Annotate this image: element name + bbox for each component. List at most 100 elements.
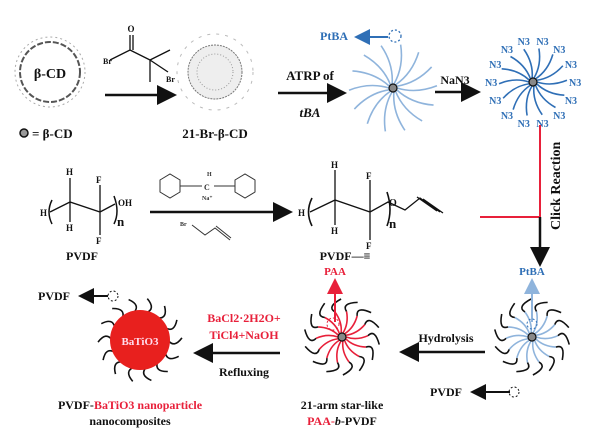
pvdf-arm xyxy=(365,345,374,361)
br-beta-cd-structure xyxy=(176,33,254,111)
polymer-arm xyxy=(145,298,153,314)
caption-b: b xyxy=(335,414,341,428)
azide-label: N3 xyxy=(485,78,497,89)
pvdf-arm xyxy=(342,361,353,376)
pvdf-arm xyxy=(358,355,365,372)
polymer-arm xyxy=(341,340,350,363)
azide-label: N3 xyxy=(518,119,530,130)
polymer-arm xyxy=(535,54,554,80)
core-symbol-icon xyxy=(19,128,29,138)
click-connector-line xyxy=(480,125,541,218)
polymer-arm xyxy=(363,54,392,86)
polymer-arm xyxy=(318,337,339,350)
polymer-arm xyxy=(534,315,548,335)
polymer-arm xyxy=(348,84,390,91)
polymer-arm xyxy=(533,339,550,358)
azide-label: N3 xyxy=(489,96,501,107)
atom-f: F xyxy=(366,241,372,251)
pvdf-arm xyxy=(326,362,340,373)
polymer-arm xyxy=(535,334,559,340)
polymer-arm xyxy=(324,316,341,335)
polymer-arm xyxy=(342,311,348,334)
polymer-arm xyxy=(510,55,532,80)
polymer-arm xyxy=(394,90,423,122)
bromoisobutyryl-bromide-structure: O Br Br xyxy=(103,24,175,84)
ptba-label: PtBA xyxy=(320,29,348,43)
polymer-arm xyxy=(396,85,438,92)
azide-label: N3 xyxy=(553,111,565,122)
pvdf-arm xyxy=(532,361,543,376)
dashed-circle-icon xyxy=(107,290,119,302)
pvdf-arm xyxy=(356,309,372,316)
star-caption-line2: PAA-b-PVDF xyxy=(307,414,377,428)
beta-cyclodextrin-structure: β-CD xyxy=(14,36,86,108)
atom-h: H xyxy=(207,172,212,178)
ptba-b-pvdf-star-polymer xyxy=(493,298,571,376)
pvdf-arm xyxy=(516,362,530,373)
polymer-arm xyxy=(536,79,568,85)
polymer-arm xyxy=(127,366,135,382)
polymer-arm xyxy=(508,326,529,336)
atom-br: Br xyxy=(166,75,175,84)
caption-pvdf: PVDF- xyxy=(58,398,94,412)
azide-label: N3 xyxy=(518,37,530,48)
azide-label: N3 xyxy=(553,45,565,56)
pvdf-arm xyxy=(557,332,571,345)
atom-h: H xyxy=(66,223,73,233)
pvdf-arm xyxy=(312,358,328,365)
pvdf-arm xyxy=(367,332,381,345)
atom-h: H xyxy=(66,167,73,177)
pvdf-arm xyxy=(502,358,518,365)
beta-cd-core xyxy=(388,83,398,93)
polymer-arm xyxy=(396,66,433,88)
atom-h: H xyxy=(331,160,338,170)
polymer-arm xyxy=(380,45,394,85)
pvdf-arm xyxy=(364,319,380,329)
dashed-circle-icon xyxy=(526,318,538,330)
polymer-arm xyxy=(315,334,339,340)
polymer-arm xyxy=(167,337,183,345)
atom-oh: OH xyxy=(118,198,132,208)
atom-f: F xyxy=(96,175,102,185)
beta-cd-core xyxy=(528,77,538,87)
polymer-arm xyxy=(164,351,180,360)
polymer-arm xyxy=(392,91,406,131)
pvdf-arm xyxy=(554,319,570,329)
pvdf-arm xyxy=(555,345,564,361)
beta-cd-label: β-CD xyxy=(34,67,66,82)
caption-paa: PAA- xyxy=(307,414,335,428)
star-caption-line1: 21-arm star-like xyxy=(301,398,384,412)
reagents-line2: TiCl4+NaOH xyxy=(209,328,279,342)
ptba-label: PtBA xyxy=(519,266,545,278)
atrp-label: ATRP of xyxy=(286,68,334,83)
pvdf-arm xyxy=(310,313,319,329)
dashed-circle-icon xyxy=(326,317,340,331)
atom-o: O xyxy=(127,24,134,34)
polymer-arm xyxy=(345,324,366,337)
atom-na: Na⁺ xyxy=(202,196,213,202)
ptba-star-polymer xyxy=(348,44,438,132)
atom-f: F xyxy=(366,171,372,181)
refluxing-label: Refluxing xyxy=(219,365,269,379)
polymer-arm xyxy=(534,84,556,109)
azide-label: N3 xyxy=(565,96,577,107)
pvdf-arm xyxy=(521,298,532,313)
atom-br: Br xyxy=(103,57,112,66)
polymer-arm xyxy=(525,85,533,116)
azide-label: N3 xyxy=(565,60,577,71)
pvdf-alkyne-label: PVDF—≡ xyxy=(320,249,371,263)
polymer-arm xyxy=(523,48,534,79)
polymer-arm xyxy=(532,85,543,116)
click-reaction-label: Click Reaction xyxy=(549,142,564,230)
pvdf-arm xyxy=(494,345,510,355)
tba-label: tBA xyxy=(300,105,321,120)
propargyl-bromide-structure: Br xyxy=(180,222,232,241)
polymer-arm xyxy=(514,316,531,335)
legend-text: = β-CD xyxy=(32,126,73,141)
pvdf-alkyne-structure: H H H F F O n xyxy=(298,160,444,251)
beta-cd-core xyxy=(337,332,347,342)
polymer-arm xyxy=(157,305,167,319)
composite-caption-line1: PVDF-BaTiO3 nanoparticle xyxy=(58,398,203,412)
polymer-arm xyxy=(505,334,529,340)
